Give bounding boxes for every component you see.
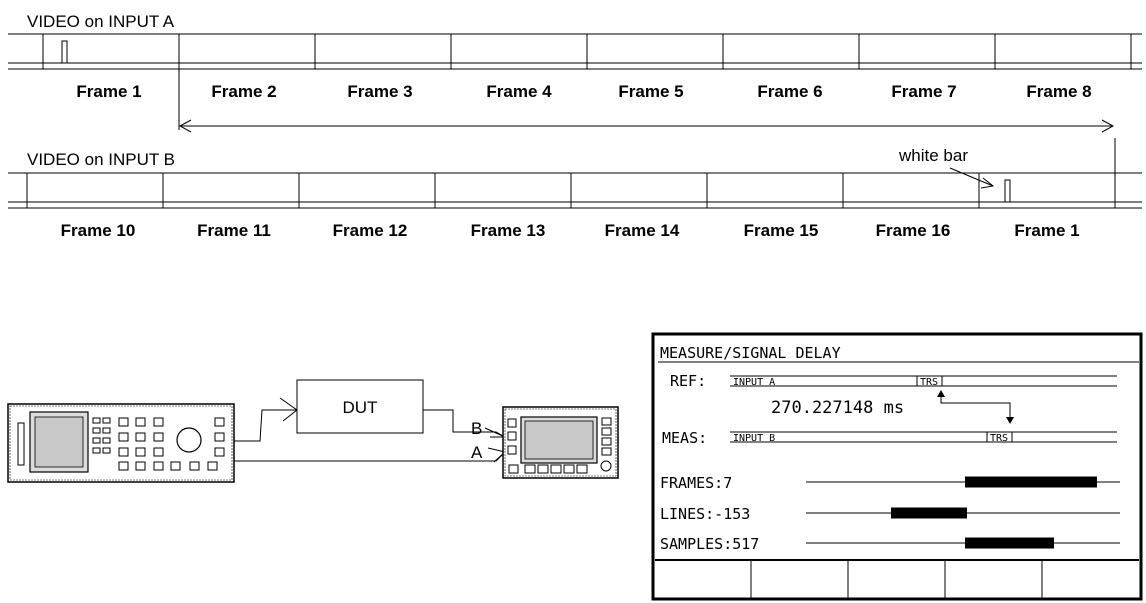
timeline-b-frame-label: Frame 11	[197, 221, 271, 240]
dut-label: DUT	[343, 398, 378, 417]
ref-trs-marker: TRS	[920, 377, 938, 388]
samples-label: SAMPLES:517	[660, 535, 759, 553]
timeline-a-white-bar-pulse	[58, 40, 72, 64]
delay-connector	[940, 392, 1011, 420]
timeline-b-frame-label: Frame 16	[876, 221, 951, 240]
timeline-a-frame-label: Frame 7	[891, 82, 956, 101]
delay-value: 270.227148 ms	[771, 398, 904, 418]
timeline-a-frame-label: Frame 4	[486, 82, 552, 101]
white-bar-pointer	[949, 167, 994, 187]
timeline-a-frame-label: Frame 6	[757, 82, 822, 101]
timeline-a-frame-label: Frame 3	[347, 82, 412, 101]
generator-knob	[176, 427, 202, 453]
input-a-label: A	[471, 443, 483, 462]
timeline-b-frame-label: Frame 1	[1014, 221, 1079, 240]
timeline-b-frame-label: Frame 12	[333, 221, 408, 240]
white-bar-annotation: white bar	[898, 146, 968, 165]
white-bar-pointer-head	[980, 177, 995, 189]
softkey-3[interactable]	[849, 561, 945, 598]
measurement-display: MEASURE/SIGNAL DELAY REF: INPUT A TRS 27…	[651, 332, 1143, 601]
timeline-b-frame-label: Frame 13	[471, 221, 546, 240]
ref-input-value: INPUT A	[733, 377, 775, 388]
signal-generator	[7, 403, 235, 483]
timeline-a: VIDEO on INPUT A Frame 1 Frame 2 Frame 3…	[8, 12, 1142, 130]
timeline-b-frame-label: Frame 15	[744, 221, 819, 240]
generator-keypad	[92, 417, 225, 471]
timeline-b-frame-label: Frame 10	[61, 221, 136, 240]
meas-trs-marker: TRS	[990, 433, 1008, 444]
timeline-b-frame-label: Frame 14	[605, 221, 680, 240]
timeline-a-dividers	[42, 34, 1132, 130]
softkey-1[interactable]	[655, 561, 751, 598]
softkey-2[interactable]	[752, 561, 848, 598]
timeline-a-frame-label: Frame 1	[76, 82, 141, 101]
delay-arrow	[178, 119, 1115, 133]
display-frame	[651, 332, 1143, 601]
frames-label: FRAMES:7	[660, 474, 732, 492]
ref-label: REF:	[670, 372, 706, 390]
display-title: MEASURE/SIGNAL DELAY	[660, 344, 841, 362]
timeline-b-title: VIDEO on INPUT B	[27, 150, 175, 169]
delay-connector-head-up	[937, 390, 945, 397]
input-b-label: B	[471, 419, 482, 438]
timeline-a-frame-label: Frame 8	[1026, 82, 1091, 101]
softkey-5[interactable]	[1043, 561, 1139, 598]
timeline-a-title: VIDEO on INPUT A	[27, 12, 175, 31]
timeline-b-white-bar-pulse	[1000, 179, 1016, 203]
timeline-a-frame-label: Frame 5	[618, 82, 683, 101]
softkey-row	[655, 561, 1139, 598]
dut-box: DUT	[296, 379, 424, 434]
softkey-4[interactable]	[946, 561, 1042, 598]
analyzer-device	[502, 406, 619, 479]
meas-input-value: INPUT B	[733, 433, 775, 444]
timeline-b: VIDEO on INPUT B white bar Frame 10 Fram…	[8, 138, 1142, 240]
timeline-a-frame-label: Frame 2	[211, 82, 276, 101]
delay-connector-head-down	[1006, 417, 1014, 424]
timeline-b-dividers	[26, 138, 1116, 208]
meas-label: MEAS:	[662, 429, 707, 447]
lines-label: LINES:-153	[660, 505, 750, 523]
